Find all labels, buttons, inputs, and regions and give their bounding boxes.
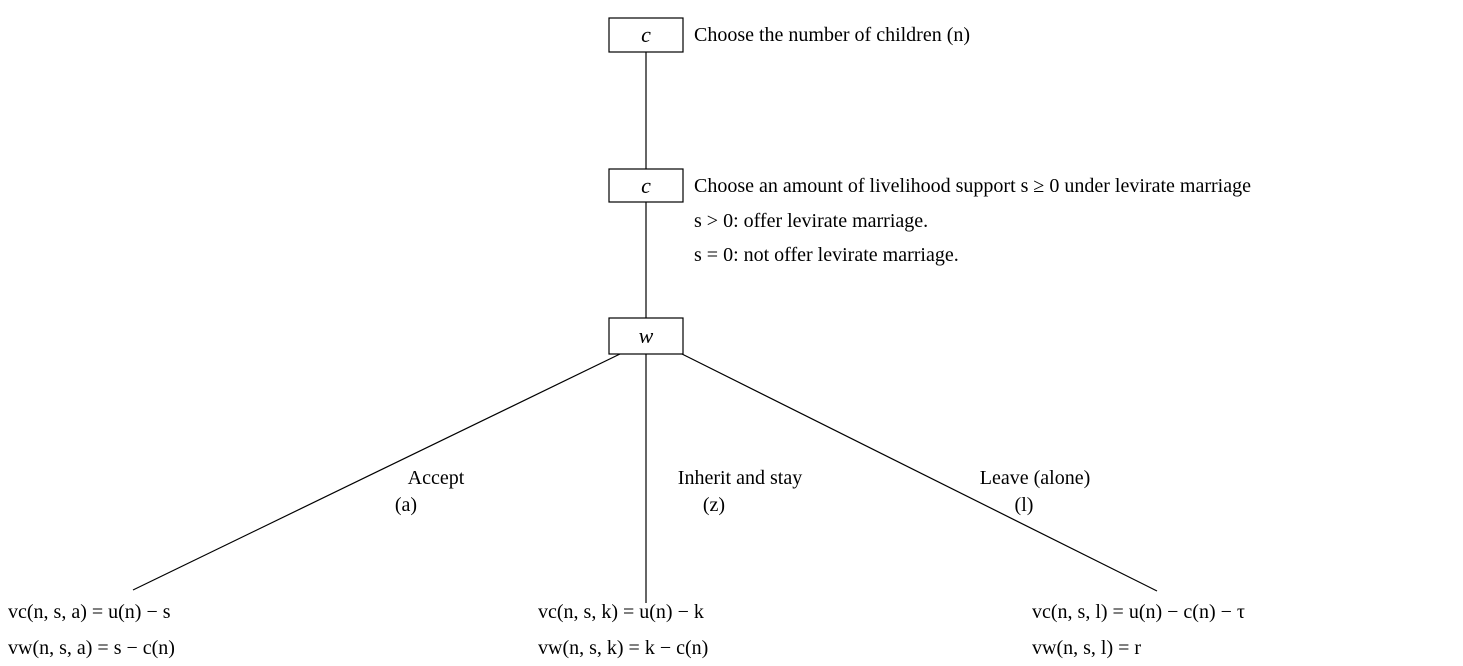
payoff-inherit-vc: vc(n, s, k) = u(n) − k <box>538 601 704 623</box>
node-box-2 <box>608 168 684 203</box>
node-2-description: Choose an amount of livelihood support s… <box>694 175 1251 197</box>
edge-accept <box>132 353 621 591</box>
payoff-leave-vc: vc(n, s, l) = u(n) − c(n) − τ <box>1032 601 1245 623</box>
branch-leave-sublabel: (l) <box>1014 494 1034 516</box>
node-2-note-offer: s > 0: offer levirate marriage. <box>694 210 929 232</box>
edge-leave <box>681 353 1158 592</box>
payoff-leave-vw: vw(n, s, l) = r <box>1032 637 1142 659</box>
node-1-description: Choose the number of children (n) <box>694 24 971 46</box>
branch-inherit-sublabel: (z) <box>702 494 726 516</box>
node-1-label: c <box>641 22 651 47</box>
node-2-note-not-offer: s = 0: not offer levirate marriage. <box>694 244 959 266</box>
branch-leave-label: Leave (alone) <box>979 467 1091 489</box>
branch-accept-label: Accept <box>407 467 465 489</box>
node-box-3 <box>608 317 684 355</box>
node-2-label: c <box>641 173 651 198</box>
node-box-1 <box>608 17 684 53</box>
payoff-inherit-vw: vw(n, s, k) = k − c(n) <box>538 637 709 659</box>
branch-inherit-label: Inherit and stay <box>677 467 803 489</box>
node-3-label: w <box>638 323 654 348</box>
branch-accept-sublabel: (a) <box>394 494 418 516</box>
payoff-accept-vc: vc(n, s, a) = u(n) − s <box>8 601 171 623</box>
payoff-accept-vw: vw(n, s, a) = s − c(n) <box>8 637 175 659</box>
